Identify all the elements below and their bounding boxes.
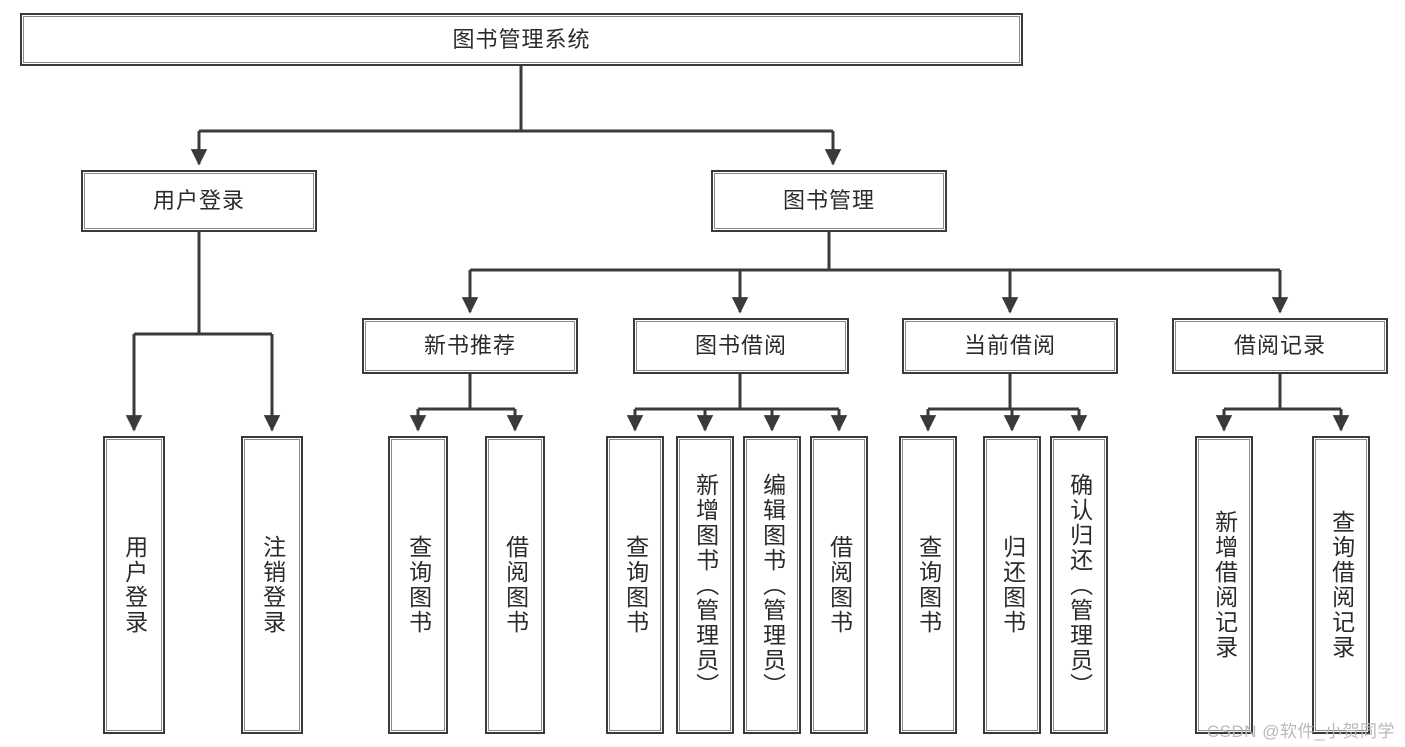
node-label: 图书借阅 xyxy=(694,333,787,359)
node-label: 注销登录 xyxy=(259,535,286,635)
node-borrowing-record[interactable]: 借阅记录 xyxy=(1172,318,1388,374)
node-label: 用户登录 xyxy=(152,188,245,214)
node-current-borrowing[interactable]: 当前借阅 xyxy=(902,318,1118,374)
leaf-return-books[interactable]: 归还图书 xyxy=(983,436,1041,734)
node-new-book-recommendation[interactable]: 新书推荐 xyxy=(362,318,578,374)
node-book-borrowing[interactable]: 图书借阅 xyxy=(633,318,849,374)
node-label: 查询借阅记录 xyxy=(1328,510,1355,660)
leaf-query-books-borrow[interactable]: 查询图书 xyxy=(606,436,664,734)
node-root-book-management-system[interactable]: 图书管理系统 xyxy=(20,13,1023,66)
connector-new-books-to-leaves xyxy=(409,374,524,432)
node-label: 归还图书 xyxy=(999,535,1026,635)
node-label: 新增图书（管理员） xyxy=(692,472,719,698)
connector-root-to-level2 xyxy=(190,66,842,166)
node-label: 查询图书 xyxy=(915,535,942,635)
node-label: 当前借阅 xyxy=(963,333,1056,359)
node-label: 用户登录 xyxy=(121,535,148,635)
connector-book-borrow-to-leaves xyxy=(626,374,848,432)
node-user-login[interactable]: 用户登录 xyxy=(81,170,317,232)
node-label: 借阅图书 xyxy=(502,535,529,635)
connector-borrow-record-to-leaves xyxy=(1215,374,1350,432)
node-label: 新增借阅记录 xyxy=(1211,510,1238,660)
leaf-logout[interactable]: 注销登录 xyxy=(241,436,303,734)
leaf-query-books-current[interactable]: 查询图书 xyxy=(899,436,957,734)
node-label: 查询图书 xyxy=(622,535,649,635)
leaf-confirm-return-admin[interactable]: 确认归还（管理员） xyxy=(1050,436,1108,734)
node-book-management[interactable]: 图书管理 xyxy=(711,170,947,232)
node-label: 查询图书 xyxy=(405,535,432,635)
leaf-query-books-new[interactable]: 查询图书 xyxy=(388,436,448,734)
node-label: 图书管理 xyxy=(782,188,875,214)
connector-user-login-to-leaves xyxy=(125,232,281,432)
leaf-borrow-books-new[interactable]: 借阅图书 xyxy=(485,436,545,734)
node-label: 确认归还（管理员） xyxy=(1066,472,1093,698)
node-label: 编辑图书（管理员） xyxy=(759,472,786,698)
node-label: 借阅记录 xyxy=(1233,333,1326,359)
node-label: 借阅图书 xyxy=(826,535,853,635)
leaf-edit-book-admin[interactable]: 编辑图书（管理员） xyxy=(743,436,801,734)
connector-current-borrow-to-leaves xyxy=(919,374,1088,432)
connector-book-mgmt-to-level3 xyxy=(461,232,1289,314)
node-label: 图书管理系统 xyxy=(452,26,591,52)
leaf-add-book-admin[interactable]: 新增图书（管理员） xyxy=(676,436,734,734)
leaf-user-login[interactable]: 用户登录 xyxy=(103,436,165,734)
node-label: 新书推荐 xyxy=(423,333,516,359)
leaf-borrow-books-borrow[interactable]: 借阅图书 xyxy=(810,436,868,734)
leaf-add-borrow-record[interactable]: 新增借阅记录 xyxy=(1195,436,1253,734)
leaf-query-borrow-record[interactable]: 查询借阅记录 xyxy=(1312,436,1370,734)
